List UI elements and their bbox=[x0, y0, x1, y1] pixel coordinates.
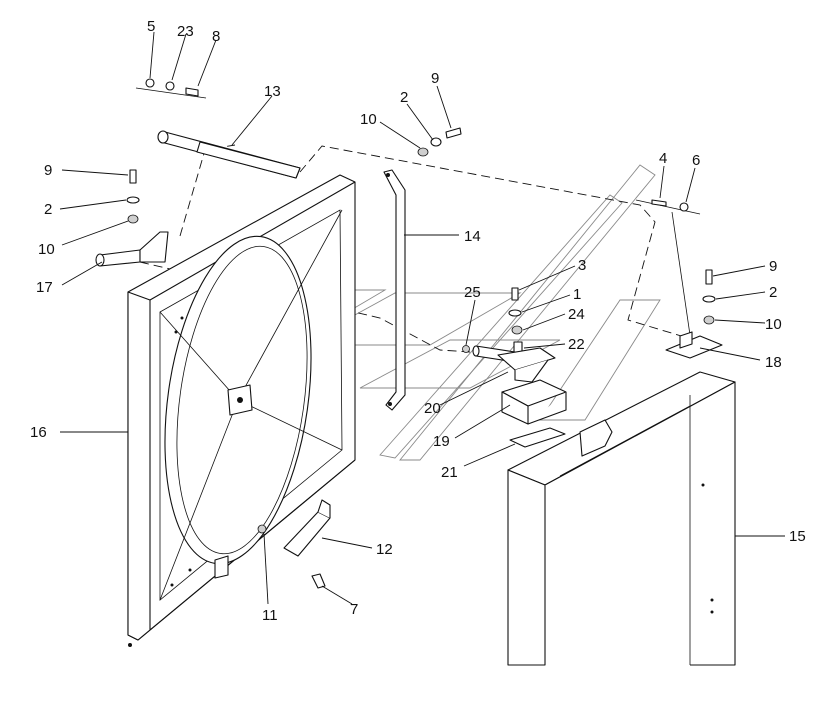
nut-11 bbox=[257, 524, 267, 534]
callout-16: 16 bbox=[30, 424, 47, 441]
callout-7: 7 bbox=[350, 601, 358, 618]
radiator-frame-16 bbox=[127, 174, 356, 647]
callout-12: 12 bbox=[376, 541, 393, 558]
callout-19: 19 bbox=[433, 433, 450, 450]
callout-4: 4 bbox=[659, 150, 667, 167]
callout-10-middle: 10 bbox=[360, 111, 377, 128]
watermark-logo bbox=[253, 164, 661, 461]
callout-25: 25 bbox=[464, 284, 481, 301]
leader-lines bbox=[59, 31, 785, 605]
frame-15 bbox=[507, 371, 736, 666]
fasteners-9-2-10-right bbox=[702, 269, 716, 325]
callout-9-left: 9 bbox=[44, 162, 52, 179]
callout-13: 13 bbox=[264, 83, 281, 100]
gas-strut-13 bbox=[157, 130, 301, 179]
callout-10-left: 10 bbox=[38, 241, 55, 258]
fasteners-5-23-8 bbox=[135, 78, 207, 99]
callout-17: 17 bbox=[36, 279, 53, 296]
callout-6: 6 bbox=[692, 152, 700, 169]
callout-9-right: 9 bbox=[769, 258, 777, 275]
bracket-12 bbox=[283, 499, 331, 557]
callout-20: 20 bbox=[424, 400, 441, 417]
fasteners-4-6 bbox=[635, 199, 701, 336]
fasteners-9-2-10-left bbox=[126, 169, 140, 224]
hinge-assembly bbox=[462, 287, 556, 383]
callout-2-left: 2 bbox=[44, 201, 52, 218]
callout-2-middle: 2 bbox=[400, 89, 408, 106]
bolt-7 bbox=[311, 573, 326, 589]
callout-23: 23 bbox=[177, 23, 194, 40]
callout-11: 11 bbox=[262, 607, 278, 624]
callout-15: 15 bbox=[789, 528, 806, 545]
callout-18: 18 bbox=[765, 354, 782, 371]
fasteners-9-2-10-middle bbox=[417, 127, 462, 157]
callout-10-right: 10 bbox=[765, 316, 782, 333]
callout-5: 5 bbox=[147, 18, 155, 35]
callout-8: 8 bbox=[212, 28, 220, 45]
callout-3: 3 bbox=[578, 257, 586, 274]
callout-14: 14 bbox=[464, 228, 481, 245]
bracket-17 bbox=[95, 231, 169, 267]
callout-21: 21 bbox=[441, 464, 458, 481]
bracket-19 bbox=[501, 379, 567, 425]
callout-22: 22 bbox=[568, 336, 585, 353]
handle-14 bbox=[383, 169, 406, 411]
callout-labels: 5 23 8 13 9 2 10 9 2 10 17 14 4 6 3 25 1… bbox=[30, 18, 806, 624]
callout-1: 1 bbox=[573, 286, 581, 303]
callout-24: 24 bbox=[568, 306, 585, 323]
plate-21 bbox=[509, 427, 566, 448]
bracket-18 bbox=[665, 331, 723, 359]
callout-9-middle: 9 bbox=[431, 70, 439, 87]
callout-2-right: 2 bbox=[769, 284, 777, 301]
